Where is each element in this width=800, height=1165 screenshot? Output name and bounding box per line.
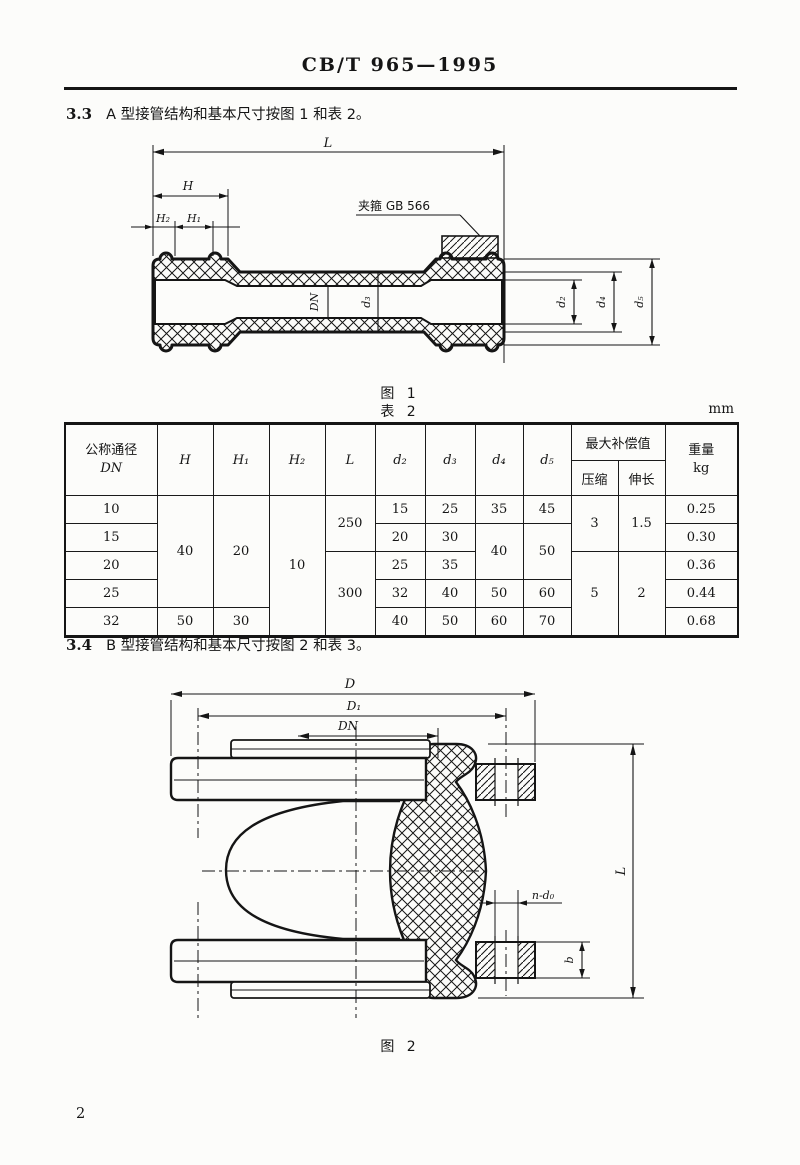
cell-d3: 40 <box>424 579 476 608</box>
table-row: 32 50 30 40 50 60 70 0.68 <box>64 607 739 637</box>
cell-l: 250 <box>324 495 376 552</box>
section-3-4: 3.4 B 型接管结构和基本尺寸按图 2 和表 3。 <box>66 634 766 655</box>
cell-d4: 50 <box>474 579 524 608</box>
dim-label-h2: H₂ <box>155 212 170 225</box>
cell-dn: 20 <box>64 551 158 580</box>
dim-label-d2: d₂ <box>555 296 568 307</box>
cell-d2: 25 <box>374 551 426 580</box>
dim-label-d4: d₄ <box>595 296 608 307</box>
cell-h1: 20 <box>212 495 270 608</box>
col-header-d5: d₅ <box>522 423 572 496</box>
cell-weight: 0.25 <box>664 495 739 524</box>
dim-label-b: b <box>563 956 576 963</box>
col-header-d3: d₃ <box>424 423 476 496</box>
cell-dn: 25 <box>64 579 158 608</box>
cell-d5: 70 <box>522 607 572 637</box>
dim-label-l: L <box>323 136 333 151</box>
fig1-pipe-body: DN d₃ <box>151 251 506 353</box>
table2-unit: mm <box>708 401 734 417</box>
cell-compress: 5 <box>570 551 619 637</box>
table-row: 15 20 30 40 50 0.30 <box>64 523 739 580</box>
cell-d4: 40 <box>474 523 524 580</box>
dim-label-d5: d₅ <box>633 296 646 308</box>
fig2-dimensions: D D₁ DN n-d₀ b <box>170 677 644 999</box>
cell-d5: 45 <box>522 495 572 524</box>
cell-d2: 32 <box>374 579 426 608</box>
cell-weight: 0.36 <box>664 551 739 580</box>
cell-d4: 60 <box>474 607 524 637</box>
table2-dimensions: 公称通径 DN H H₁ H₂ L d₂ d₃ d₄ d₅ 最大补偿值 重量 k… <box>64 422 740 638</box>
cell-dn: 10 <box>64 495 158 524</box>
section-text: B 型接管结构和基本尺寸按图 2 和表 3。 <box>106 638 371 654</box>
col-header-h2: H₂ <box>268 423 326 496</box>
col-header-l: L <box>324 423 376 496</box>
col-header-extend: 伸长 <box>617 460 666 496</box>
cell-compress: 3 <box>570 495 619 552</box>
cell-dn: 15 <box>64 523 158 552</box>
cell-weight: 0.30 <box>664 523 739 552</box>
figure1-drawing: DN d₃ 夹箍 GB 566 L H <box>131 136 660 363</box>
figure2-drawing: D D₁ DN n-d₀ b <box>169 677 644 1018</box>
cell-d5: 50 <box>522 523 572 580</box>
cell-d4: 35 <box>474 495 524 524</box>
cell-h1: 30 <box>212 607 270 637</box>
col-header-weight-unit: kg <box>693 461 710 476</box>
cell-d3: 30 <box>424 523 476 552</box>
cell-extend: 2 <box>617 551 666 637</box>
dim-label-D1: D₁ <box>346 699 361 713</box>
dim-label-L: L <box>614 867 629 877</box>
cell-d2: 15 <box>374 495 426 524</box>
col-header-weight-cn: 重量 <box>688 443 715 459</box>
fig1-dimensions: L H H₂ H₁ d₂ <box>131 136 660 363</box>
section-number: 3.3 <box>66 105 93 123</box>
table-row: 10 40 20 10 250 15 25 35 45 3 1.5 0.25 <box>64 495 739 637</box>
dim-label-nd0: n-d₀ <box>532 889 555 902</box>
dim-label-D: D <box>344 677 356 692</box>
cell-d2: 20 <box>374 523 426 552</box>
cell-weight: 0.44 <box>664 579 739 608</box>
header-rule <box>64 87 737 90</box>
cell-d3: 50 <box>424 607 476 637</box>
section-number: 3.4 <box>66 636 93 654</box>
cell-d5: 60 <box>522 579 572 608</box>
fig1-clamp: 夹箍 GB 566 <box>356 198 499 259</box>
fig2-centerlines <box>197 708 507 1018</box>
col-header-dn-sym: DN <box>100 461 123 476</box>
cell-l: 300 <box>324 551 376 637</box>
dim-label-DN: DN <box>337 719 359 733</box>
col-header-dn-cn: 公称通径 <box>85 443 138 459</box>
col-header-h1: H₁ <box>212 423 270 496</box>
clamp-label: 夹箍 GB 566 <box>358 198 430 213</box>
cell-extend: 1.5 <box>617 495 666 552</box>
bore-label-dn: DN <box>308 292 321 312</box>
col-header-compensation: 最大补偿值 <box>570 423 666 461</box>
col-header-weight: 重量 kg <box>664 423 739 496</box>
section-3-3: 3.3 A 型接管结构和基本尺寸按图 1 和表 2。 <box>66 103 766 124</box>
col-header-dn: 公称通径 DN <box>64 423 158 496</box>
col-header-d4: d₄ <box>474 423 524 496</box>
figure2-caption: 图 2 <box>380 1039 420 1055</box>
table-row: 20 300 25 35 5 2 0.36 <box>64 551 739 637</box>
cell-h: 50 <box>156 607 214 637</box>
cell-h: 40 <box>156 495 214 608</box>
cell-weight: 0.68 <box>664 607 739 637</box>
standard-number-title: CB/T 965—1995 <box>301 54 499 76</box>
dim-label-h: H <box>182 179 194 193</box>
table2-caption: 表 2 <box>380 404 420 420</box>
cell-d2: 40 <box>374 607 426 637</box>
cell-d3: 25 <box>424 495 476 524</box>
fig2-body <box>169 739 536 1000</box>
col-header-h: H <box>156 423 214 496</box>
cell-h2: 10 <box>268 495 326 637</box>
cell-dn: 32 <box>64 607 158 637</box>
section-text: A 型接管结构和基本尺寸按图 1 和表 2。 <box>106 107 371 123</box>
dim-label-h1: H₁ <box>186 212 201 225</box>
col-header-compress: 压缩 <box>570 460 619 496</box>
figure1-caption: 图 1 <box>380 386 420 402</box>
page-number: 2 <box>76 1106 86 1122</box>
bore-label-d3: d₃ <box>360 296 373 307</box>
col-header-d2: d₂ <box>374 423 426 496</box>
cell-d3: 35 <box>424 551 476 580</box>
